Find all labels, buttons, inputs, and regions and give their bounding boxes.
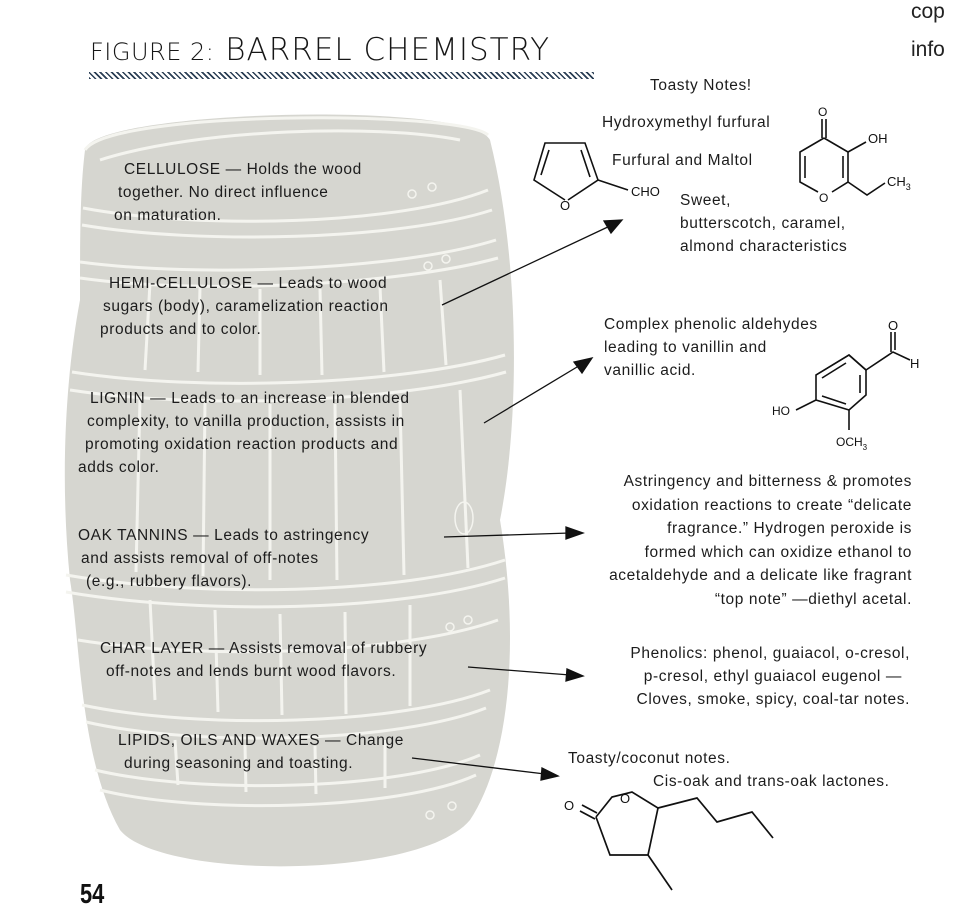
- component-char-layer: CHAR LAYER — Assists removal of rubbery …: [100, 640, 428, 680]
- arrowhead-icon: [565, 526, 585, 540]
- figure-title: FIGURE 2: BARREL CHEMISTRY: [90, 32, 550, 68]
- lactone-o-carbonyl: O: [564, 798, 574, 813]
- barrel-rivets: [407, 182, 474, 820]
- cropped-text-fragment: cop: [911, 0, 945, 23]
- toasty-compound-furfural-maltol: Furfural and Maltol: [612, 152, 753, 169]
- vanillin-o: O: [888, 318, 898, 333]
- arrowhead-icon: [565, 668, 585, 682]
- component-cellulose: CELLULOSE — Holds the wood together. No …: [114, 161, 362, 224]
- cropped-text-fragment: info: [911, 38, 945, 61]
- connector-arrows: [411, 219, 624, 781]
- component-hemi-cellulose: HEMI-CELLULOSE — Leads to wood sugars (b…: [100, 275, 389, 338]
- toasty-compound-hmf: Hydroxymethyl furfural: [602, 114, 771, 131]
- lactone-compounds: Cis-oak and trans-oak lactones.: [653, 773, 890, 790]
- component-oak-tannins: OAK TANNINS — Leads to astringency and a…: [78, 527, 370, 590]
- furfural-structure: [533, 142, 629, 201]
- vanillin-ho: HO: [772, 404, 790, 418]
- barrel-body: [64, 114, 514, 867]
- maltol-structure: [799, 119, 886, 196]
- maltol-o-top: O: [818, 105, 827, 119]
- component-lipids-oils-waxes: LIPIDS, OILS AND WAXES — Change during s…: [118, 732, 404, 772]
- tannins-description: Astringency and bitterness & promotes ox…: [609, 473, 912, 608]
- figure-title-text: BARREL CHEMISTRY: [225, 32, 551, 68]
- vanillin-h: H: [910, 356, 919, 371]
- maltol-oh: OH: [868, 131, 888, 146]
- component-lignin: LIGNIN — Leads to an increase in blended…: [78, 390, 410, 476]
- arrowhead-icon: [602, 219, 624, 235]
- phenolics-description: Phenolics: phenol, guaiacol, o-cresol, p…: [630, 645, 910, 708]
- page-number: 54: [80, 878, 105, 909]
- vanillin-och3: OCH3: [836, 435, 868, 452]
- lactone-o-ring: O: [620, 791, 630, 806]
- figure-label: FIGURE 2:: [90, 38, 215, 66]
- maltol-o-ring: O: [819, 191, 828, 205]
- furfural-cho-label: CHO: [631, 184, 660, 199]
- vanillin-structure: [795, 332, 911, 430]
- furfural-o-label: O: [560, 198, 570, 213]
- toasty-description: Sweet, butterscotch, caramel, almond cha…: [680, 192, 848, 255]
- maltol-ch3: CH3: [887, 174, 911, 192]
- lactone-note: Toasty/coconut notes.: [568, 750, 731, 767]
- vanillin-description: Complex phenolic aldehydes leading to va…: [604, 316, 818, 379]
- toasty-heading: Toasty Notes!: [650, 77, 752, 94]
- arrowhead-icon: [572, 357, 594, 375]
- title-underline-hatch: [89, 72, 594, 79]
- oak-lactone-structure: [579, 791, 774, 891]
- arrowhead-icon: [540, 766, 560, 781]
- barrel-hoops-and-staves: [65, 116, 507, 808]
